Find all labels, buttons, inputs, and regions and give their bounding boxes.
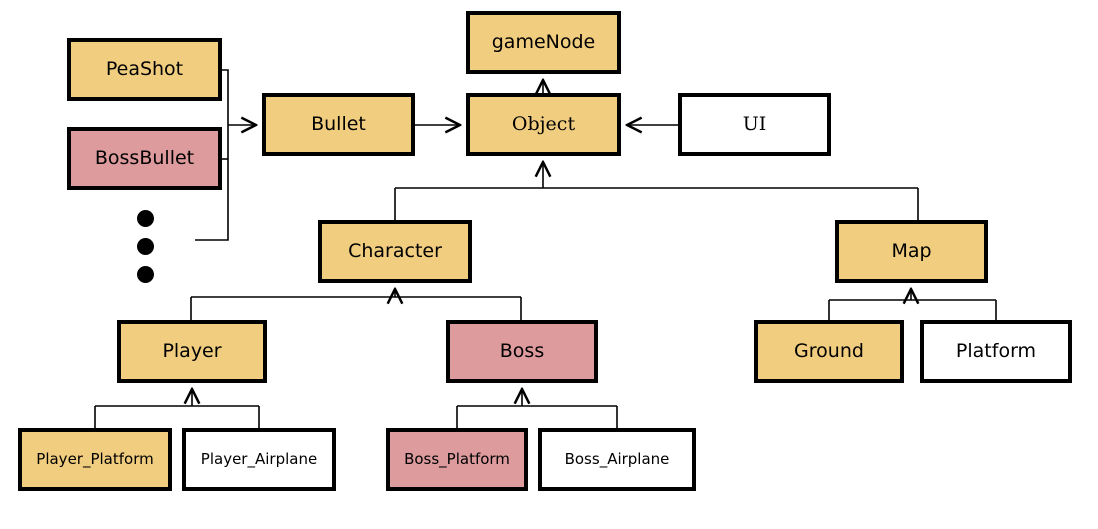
class-box-ground[interactable]: Ground [754, 320, 904, 383]
class-box-character[interactable]: Character [318, 220, 472, 283]
class-box-bullet[interactable]: Bullet [262, 93, 415, 156]
class-label-bullet: Bullet [311, 112, 366, 135]
class-box-player_airplane[interactable]: Player_Airplane [182, 428, 336, 491]
class-label-map: Map [891, 239, 932, 262]
class-box-player_platform[interactable]: Player_Platform [18, 428, 172, 491]
edge-character-children [190, 289, 522, 320]
class-box-ui[interactable]: UI [678, 93, 831, 156]
class-label-boss_platform: Boss_Platform [404, 449, 510, 468]
class-label-boss: Boss [499, 339, 545, 362]
class-label-bossbullet: BossBullet [94, 146, 195, 169]
class-label-player_platform: Player_Platform [36, 449, 154, 468]
class-label-platform: Platform [955, 339, 1037, 362]
class-label-boss_airplane: Boss_Airplane [564, 449, 670, 468]
class-label-character: Character [348, 239, 442, 262]
class-label-peashot: PeaShot [105, 57, 184, 80]
class-label-player: Player [162, 339, 222, 362]
class-label-object: Object [511, 112, 576, 135]
class-box-map[interactable]: Map [835, 220, 988, 283]
class-box-bossbullet[interactable]: BossBullet [67, 127, 222, 190]
class-box-gamenode[interactable]: gameNode [466, 11, 621, 74]
class-box-peashot[interactable]: PeaShot [67, 38, 222, 101]
edge-player-children [94, 389, 260, 428]
class-box-boss_airplane[interactable]: Boss_Airplane [538, 428, 696, 491]
class-box-platform[interactable]: Platform [920, 320, 1072, 383]
ellipsis-dot-3 [137, 266, 154, 283]
class-box-boss_platform[interactable]: Boss_Platform [386, 428, 528, 491]
edge-object-children [394, 162, 919, 220]
class-label-ui: UI [742, 112, 767, 135]
class-box-object[interactable]: Object [466, 93, 621, 156]
edge-map-children [828, 289, 997, 320]
class-label-player_airplane: Player_Airplane [200, 449, 318, 468]
class-label-gamenode: gameNode [491, 30, 596, 53]
class-label-ground: Ground [794, 339, 864, 362]
class-box-boss[interactable]: Boss [446, 320, 598, 383]
class-box-player[interactable]: Player [117, 320, 267, 383]
ellipsis-dot-1 [137, 210, 154, 227]
edge-boss-children [456, 389, 618, 428]
ellipsis-dot-2 [137, 238, 154, 255]
